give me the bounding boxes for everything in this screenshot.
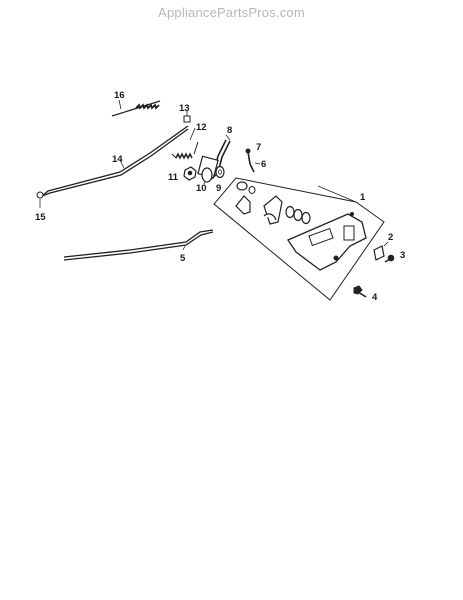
callout-16: 16 — [114, 90, 125, 101]
part-12-extension-spring — [171, 127, 199, 160]
callout-6: 6 — [261, 159, 266, 170]
callout-2: 2 — [388, 232, 393, 243]
part-1-mounting-plate — [287, 212, 367, 271]
callout-15: 15 — [35, 212, 46, 223]
part-15-rod-clip — [36, 191, 44, 208]
callout-11: 11 — [168, 172, 179, 183]
part-6-screw — [249, 162, 261, 173]
part-7-bolt — [245, 148, 251, 165]
callout-10: 10 — [196, 183, 207, 194]
callout-1: 1 — [360, 192, 366, 203]
callout-5: 5 — [180, 253, 186, 264]
site-watermark: AppliancePartsPros.com — [158, 5, 305, 20]
callout-7: 7 — [256, 142, 261, 153]
part-16-spring-rod — [111, 99, 161, 117]
callout-12: 12 — [196, 122, 207, 133]
part-5-long-rod — [63, 229, 214, 261]
part-4-bolt — [353, 285, 367, 298]
assembly-linkage-arm — [235, 181, 311, 225]
part-14-control-rod — [39, 125, 189, 199]
callout-9: 9 — [216, 183, 221, 194]
callout-4: 4 — [372, 292, 378, 303]
part-3-screw — [384, 254, 395, 263]
part-13-fitting — [183, 110, 191, 123]
part-10-spacer — [201, 167, 213, 185]
callout-3: 3 — [400, 250, 405, 261]
part-9-washer — [215, 165, 225, 179]
part-2-clip-bracket — [373, 241, 389, 261]
part-1-assembly-outline — [213, 177, 385, 301]
callout-8: 8 — [227, 125, 232, 136]
part-11-nut — [183, 166, 197, 181]
callout-13: 13 — [179, 103, 190, 114]
callout-14: 14 — [112, 154, 123, 165]
